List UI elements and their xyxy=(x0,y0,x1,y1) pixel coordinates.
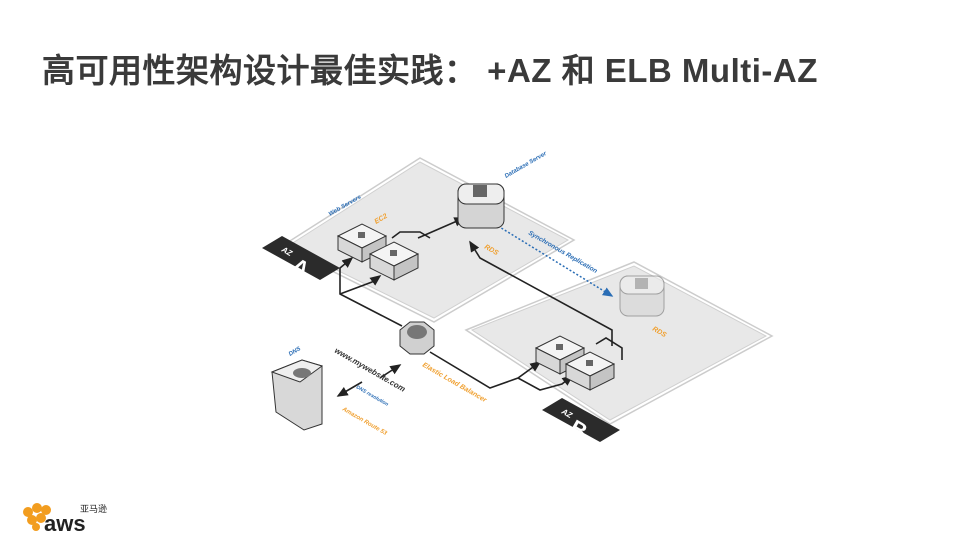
aws-logo: 亚马逊 aws xyxy=(20,498,120,536)
zone-a-badge xyxy=(262,236,340,280)
svg-text:亚马逊: 亚马逊 xyxy=(80,504,107,515)
ec2-instance-icon xyxy=(564,351,616,391)
slide-title: 高可用性架构设计最佳实践： +AZ 和 ELB Multi-AZ xyxy=(42,52,818,89)
dns-label: DNS xyxy=(288,346,302,358)
connections xyxy=(336,217,623,397)
rds-standby-icon xyxy=(619,275,665,317)
ec2-instance-icon xyxy=(336,223,388,263)
domain-label: www.mywebsite.com xyxy=(333,346,407,394)
availability-zone-a: AZ A xyxy=(262,157,576,323)
elb-label: Elastic Load Balancer xyxy=(421,362,489,405)
elastic-load-balancer-icon xyxy=(399,321,435,355)
route53-dns-icon xyxy=(270,359,324,431)
ec2-instance-icon xyxy=(534,335,586,375)
dns-resolution-label: DNS resolution xyxy=(355,385,389,408)
svg-text:aws: aws xyxy=(44,511,86,534)
ec2-instance-icon xyxy=(368,241,420,281)
zone-b-badge xyxy=(542,398,620,442)
database-server-label: Database Server xyxy=(504,151,548,180)
availability-zone-b: AZ B xyxy=(464,261,774,444)
rds-primary-icon xyxy=(457,183,505,229)
route53-label: Amazon Route 53 xyxy=(340,406,388,437)
